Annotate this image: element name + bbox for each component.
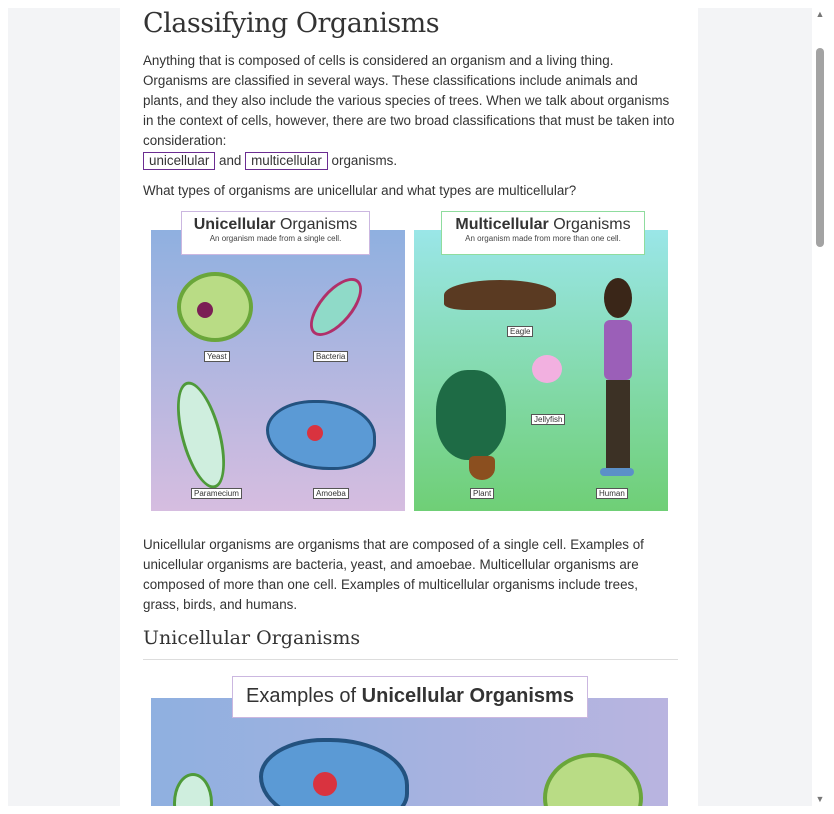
- scroll-up-arrow[interactable]: ▲: [815, 9, 825, 19]
- unicellular-panel: Yeast Bacteria Paramecium Amoeba: [151, 230, 405, 511]
- scroll-down-arrow[interactable]: ▼: [815, 794, 825, 804]
- multicellular-panel: Eagle Jellyfish Plant Human: [414, 230, 668, 511]
- paramecium-image: [173, 773, 213, 806]
- subtitle: An organism made from more than one cell…: [465, 234, 621, 243]
- title-bold: Unicellular: [193, 216, 276, 233]
- yeast-image: [177, 272, 253, 342]
- examples-title-box: Examples of Unicellular Organisms: [232, 676, 588, 718]
- article: Classifying Organisms Anything that is c…: [143, 0, 678, 201]
- label-eagle: Eagle: [507, 326, 534, 337]
- title-rest: Examples of: [246, 685, 357, 707]
- title-bold: Unicellular Organisms: [361, 685, 574, 707]
- page-title: Classifying Organisms: [143, 8, 440, 39]
- scrollbar-thumb[interactable]: [816, 48, 824, 247]
- organisms-text: organisms.: [331, 153, 398, 168]
- title-rest: Organisms: [553, 216, 631, 233]
- label-jellyfish: Jellyfish: [531, 414, 566, 425]
- eagle-image: [444, 280, 556, 310]
- label-bacteria: Bacteria: [313, 351, 349, 362]
- intro-paragraph: Anything that is composed of cells is co…: [143, 51, 678, 171]
- question-paragraph: What types of organisms are unicellular …: [143, 183, 577, 198]
- intro-text: Anything that is composed of cells is co…: [143, 53, 675, 148]
- paramecium-image: [167, 376, 235, 494]
- subtitle: An organism made from a single cell.: [209, 234, 342, 243]
- amoeba-image: [259, 738, 409, 806]
- label-human: Human: [596, 488, 628, 499]
- yeast-image: [543, 753, 643, 806]
- jellyfish-image: [532, 355, 562, 383]
- title-rest: Organisms: [279, 216, 358, 233]
- label-amoeba: Amoeba: [313, 488, 349, 499]
- unicellular-title-box: Unicellular Organisms An organism made f…: [181, 211, 370, 255]
- left-gutter: [8, 8, 120, 806]
- right-gutter: [698, 8, 812, 806]
- amoeba-image: [266, 400, 376, 470]
- and-text: and: [219, 153, 242, 168]
- title-bold: Multicellular: [455, 216, 549, 233]
- summary-paragraph: Unicellular organisms are organisms that…: [143, 537, 644, 612]
- section-heading: Unicellular Organisms: [143, 627, 361, 649]
- term-unicellular[interactable]: unicellular: [143, 152, 216, 170]
- divider: [143, 659, 678, 660]
- label-paramecium: Paramecium: [191, 488, 242, 499]
- plant-pot: [469, 456, 495, 480]
- bacteria-image: [300, 269, 372, 345]
- plant-image: [436, 370, 506, 460]
- label-plant: Plant: [470, 488, 495, 499]
- multicellular-title-box: Multicellular Organisms An organism made…: [441, 211, 645, 255]
- term-multicellular[interactable]: multicellular: [245, 152, 328, 170]
- human-image: [600, 278, 636, 478]
- label-yeast: Yeast: [204, 351, 230, 362]
